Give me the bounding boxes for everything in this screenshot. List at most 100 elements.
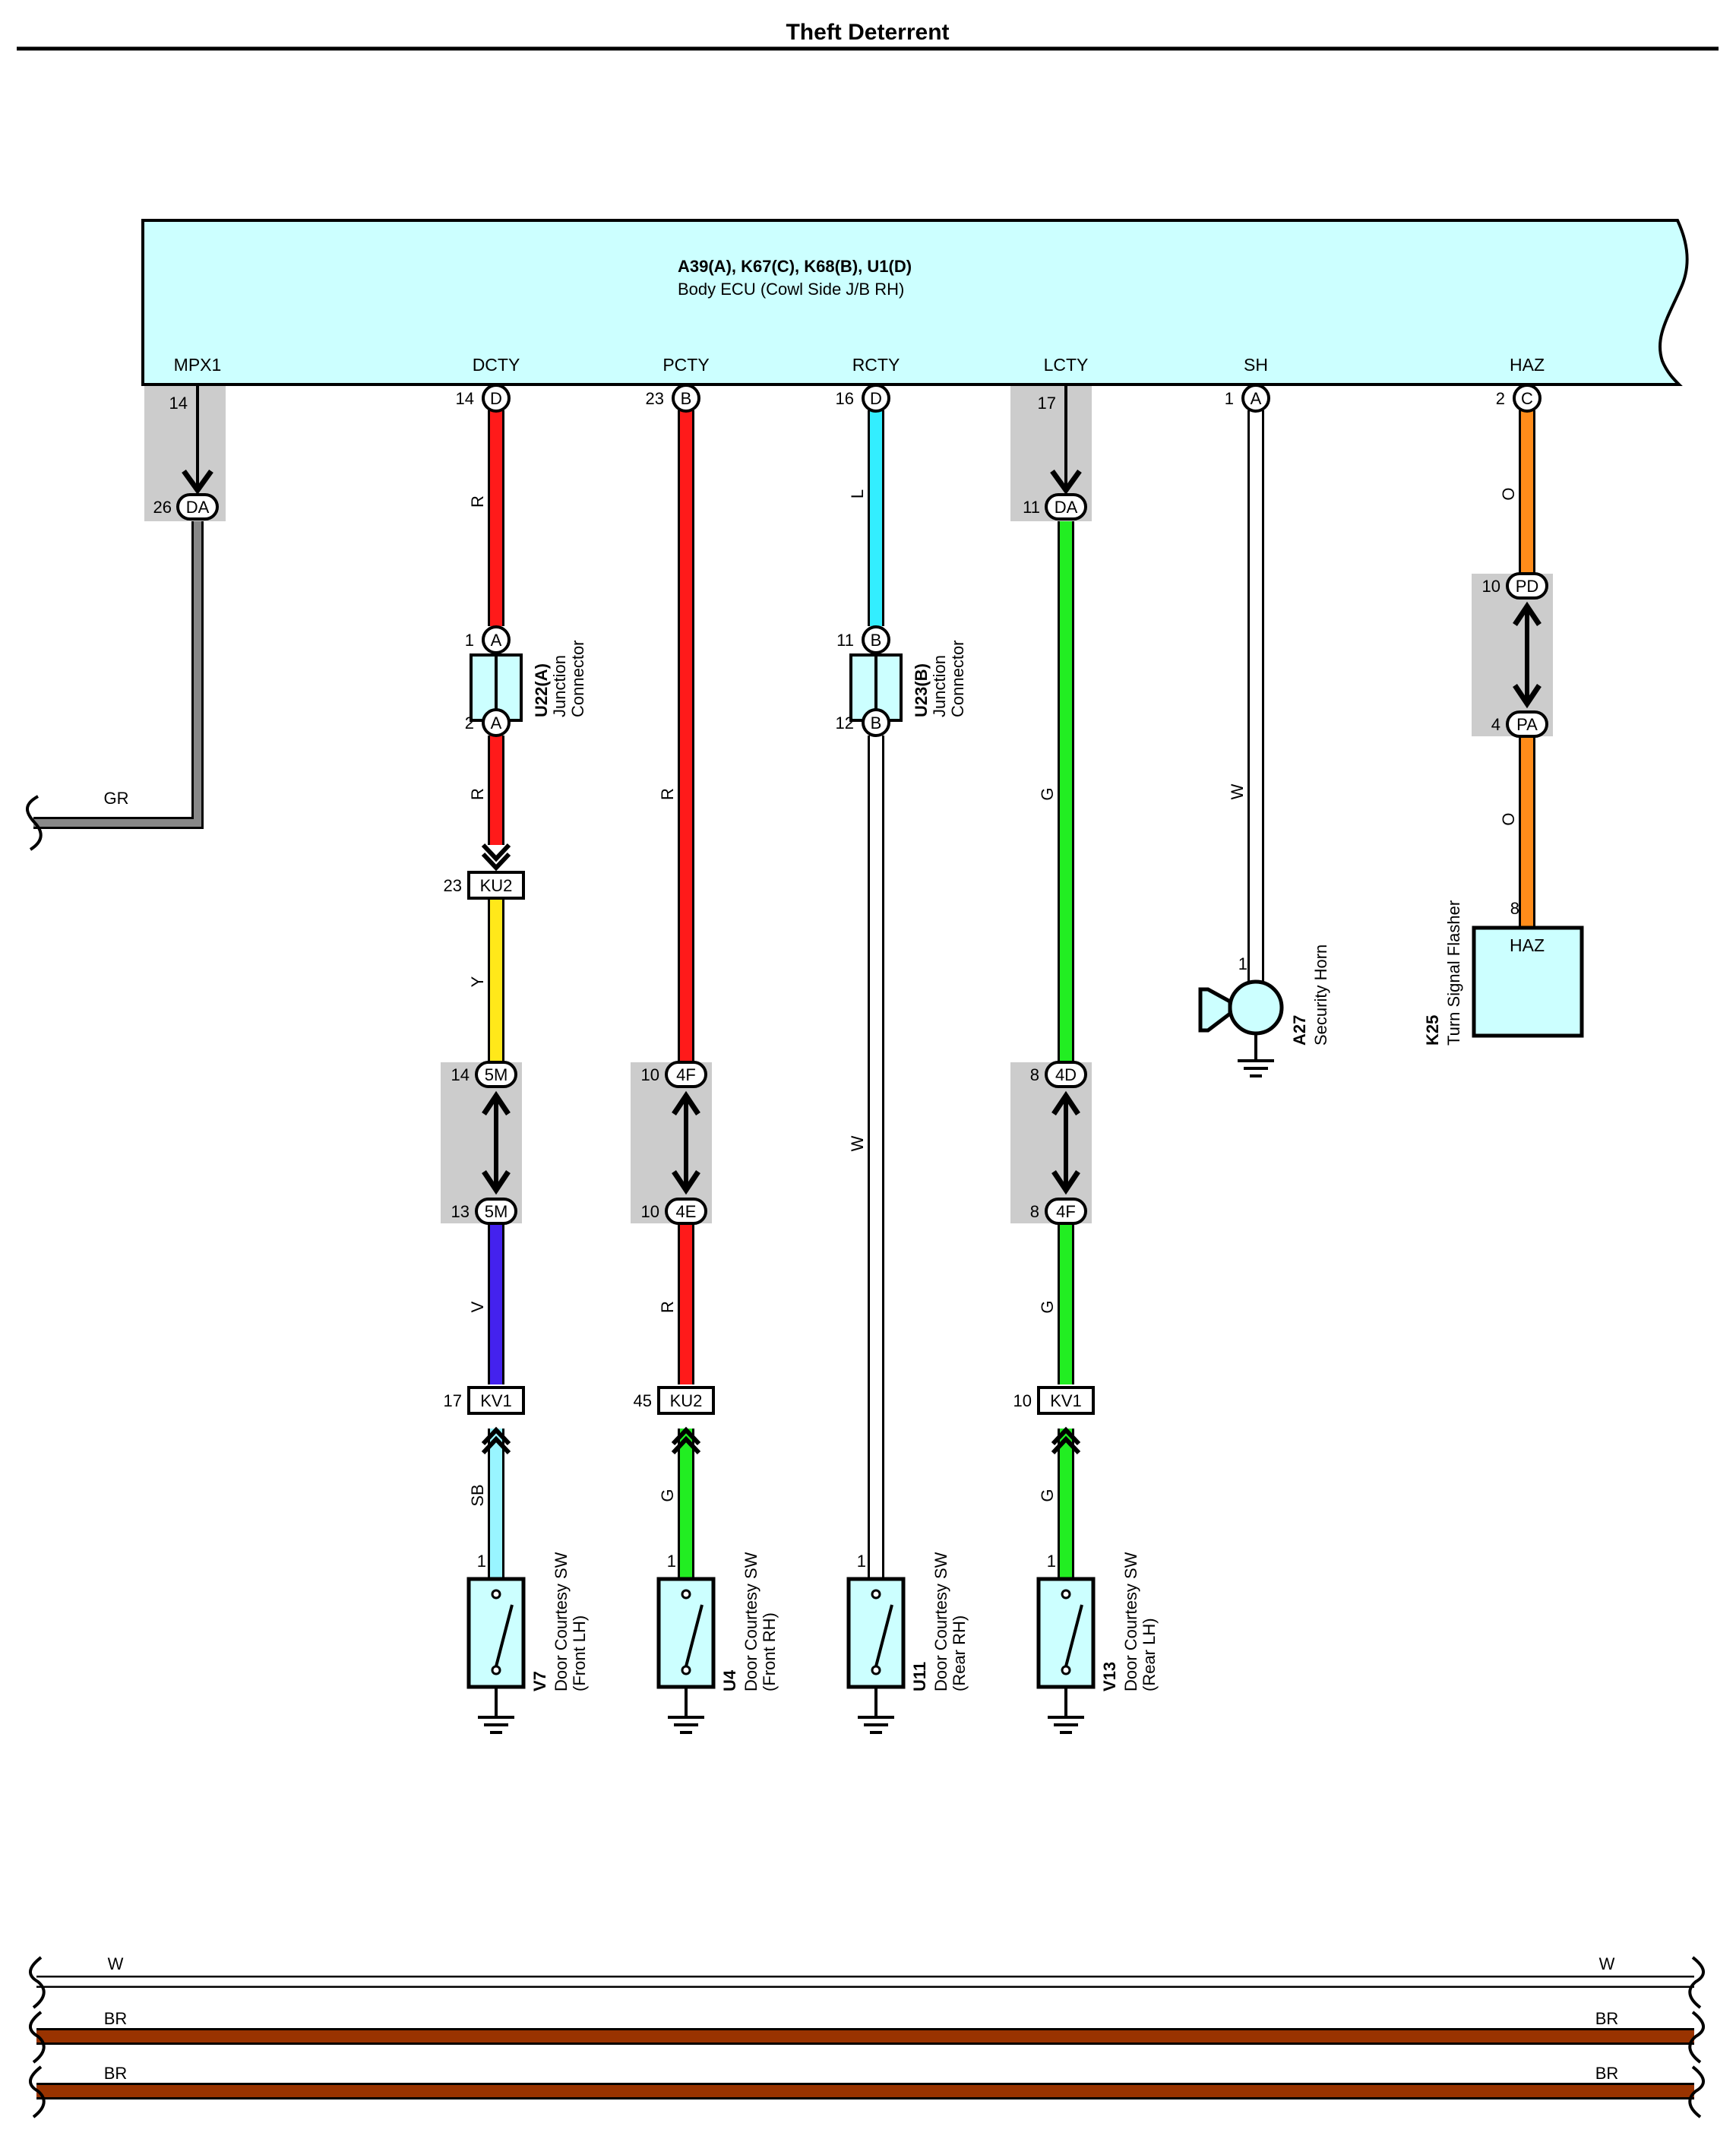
ecu-signal-dcty: DCTY: [473, 355, 520, 375]
door-courtesy-switch-v13: 1 V13 Door Courtesy SW (Rear LH): [1036, 1552, 1159, 1734]
connector-5m-13: 5M 13: [451, 1198, 517, 1225]
ecu-signal-haz: HAZ: [1510, 355, 1545, 375]
connector-pin: 10: [1482, 577, 1500, 596]
u22-code: U22(A): [532, 663, 551, 717]
wire-label: R: [658, 788, 677, 800]
pin-code: D: [870, 389, 882, 408]
svg-text:BR: BR: [104, 2064, 128, 2083]
ecu-pin-haz: C 2: [1496, 384, 1542, 413]
wire-label: W: [848, 1135, 867, 1151]
lcty-arrow-head: [1050, 469, 1082, 495]
connector-pin: 10: [641, 1202, 659, 1221]
pin-number: 14: [456, 389, 474, 408]
horn-pin: 1: [1238, 954, 1247, 973]
pin-code: D: [490, 389, 502, 408]
horn-desc: Security Horn: [1311, 945, 1330, 1046]
connector-code: 4F: [1056, 1202, 1076, 1221]
dcty-5m-block: [441, 1062, 522, 1223]
connector-ku2-23: KU2 23: [444, 871, 525, 900]
svg-text:Door Courtesy SW: Door Courtesy SW: [931, 1552, 950, 1691]
svg-text:A: A: [491, 631, 502, 650]
pin-number: 16: [836, 389, 854, 408]
wire-gr: [33, 521, 201, 827]
svg-text:1: 1: [1047, 1552, 1056, 1571]
wire-label: O: [1499, 812, 1518, 825]
connector-pa-4: PA 4: [1491, 710, 1548, 738]
ecu-signal-mpx1: MPX1: [174, 355, 222, 375]
ecu-connector-codes: A39(A), K67(C), K68(B), U1(D): [678, 257, 912, 276]
connector-pin: 11: [1023, 498, 1040, 517]
flasher-box-label: HAZ: [1510, 935, 1545, 955]
svg-text:1: 1: [477, 1552, 486, 1571]
svg-text:(Front LH): (Front LH): [570, 1615, 589, 1691]
wire-label: O: [1499, 487, 1518, 500]
wire-label: G: [658, 1489, 677, 1501]
pcty-ku2-chevron: [671, 1426, 701, 1455]
svg-text:KU2: KU2: [670, 1391, 703, 1410]
svg-text:Door Courtesy SW: Door Courtesy SW: [742, 1552, 760, 1691]
ecu-pin-dcty: D 14: [456, 384, 511, 413]
dcty-5m-double-arrow: [482, 1090, 511, 1195]
door-courtesy-switch-u11: 1 U11 Door Courtesy SW (Rear RH): [846, 1552, 969, 1734]
svg-text:1: 1: [465, 631, 474, 650]
svg-text:V7: V7: [530, 1671, 549, 1691]
pin-number: 1: [1225, 389, 1234, 408]
connector-mpx-da: DA 26: [153, 493, 219, 521]
pin-number: 23: [646, 389, 664, 408]
pin-number: 14: [169, 394, 188, 413]
svg-text:BR: BR: [104, 2009, 128, 2028]
haz-pd-block: [1472, 574, 1553, 736]
door-courtesy-switch-u4: 1 U4 Door Courtesy SW (Front RH): [656, 1552, 779, 1734]
ecu-pin-pcty: B 23: [646, 384, 700, 413]
wire-gr-outline: [33, 521, 204, 829]
svg-text:Door Courtesy SW: Door Courtesy SW: [1121, 1552, 1140, 1691]
pcty-4f-double-arrow: [672, 1090, 700, 1195]
connector-pin: 13: [451, 1202, 470, 1221]
connector-pin: 26: [153, 498, 172, 517]
dcty-ku2-chevron: [481, 843, 511, 872]
lcty-4d-block: [1010, 1062, 1092, 1223]
svg-text:(Rear RH): (Rear RH): [950, 1615, 969, 1691]
svg-text:2: 2: [465, 714, 474, 733]
wire-label: R: [468, 788, 487, 800]
u22-desc2: Connector: [568, 640, 587, 717]
svg-text:B: B: [871, 631, 882, 650]
svg-text:(Rear LH): (Rear LH): [1140, 1618, 1159, 1691]
pin-code: A: [1251, 389, 1262, 408]
wire-label: G: [1038, 1489, 1057, 1501]
connector-4d-8: 4D 8: [1030, 1061, 1087, 1088]
svg-text:Door Courtesy SW: Door Courtesy SW: [552, 1552, 571, 1691]
connector-pin: 10: [641, 1065, 659, 1084]
bus-line-br-2: BR BR: [36, 2064, 1694, 2099]
door-courtesy-switch-v7: 1 V7 Door Courtesy SW (Front LH): [466, 1552, 589, 1734]
wire-label: L: [848, 489, 867, 498]
ecu-name: Body ECU (Cowl Side J/B RH): [678, 280, 904, 299]
connector-pin: 14: [451, 1065, 470, 1084]
pcty-4f-block: [631, 1062, 712, 1223]
page-title: Theft Deterrent: [786, 20, 949, 45]
svg-text:12: 12: [836, 714, 854, 733]
svg-text:V13: V13: [1100, 1662, 1119, 1691]
security-horn: 1 A27 Security Horn: [1198, 945, 1330, 1077]
ecu-signal-pcty: PCTY: [662, 355, 709, 375]
pin-number: 17: [1038, 394, 1056, 413]
svg-text:23: 23: [444, 876, 462, 895]
connector-code: 5M: [485, 1065, 508, 1084]
connector-lcty-da: DA 11: [1023, 493, 1087, 521]
connector-pin: 4: [1491, 715, 1500, 734]
connector-code: 4F: [676, 1065, 696, 1084]
svg-text:B: B: [871, 714, 882, 733]
svg-text:KU2: KU2: [480, 876, 513, 895]
horn-icon: [1198, 987, 1232, 1033]
wire-label: R: [658, 1301, 677, 1313]
body-ecu-box: [141, 219, 1689, 386]
u23-desc: Junction: [930, 655, 949, 717]
connector-code: DA: [186, 498, 210, 517]
bus-line-br-1: BR BR: [36, 2009, 1694, 2045]
bus-break-marks: [29, 1956, 1705, 2118]
ecu-pin-mpx1: 14: [169, 394, 188, 413]
connector-ku2-45: KU2 45: [634, 1386, 715, 1415]
wire-label: W: [1228, 783, 1247, 799]
u23-desc2: Connector: [948, 640, 967, 717]
